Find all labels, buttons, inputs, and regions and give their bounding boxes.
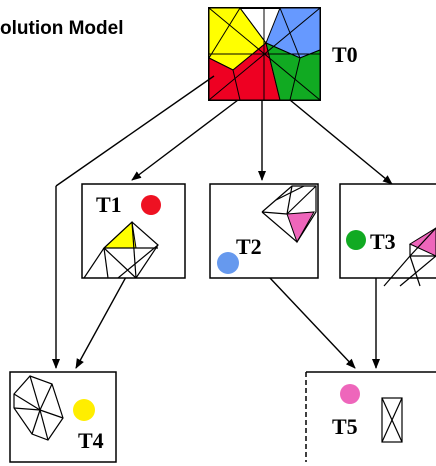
node-t1: T1 <box>81 183 186 279</box>
edge-t0-t3 <box>289 99 393 185</box>
t2-pink-region <box>286 211 315 244</box>
edges <box>52 75 393 369</box>
t1-red-dot <box>141 195 161 215</box>
node-t5: T5 <box>305 371 436 462</box>
t0-green-region <box>265 42 321 101</box>
t3-label: T3 <box>370 229 396 254</box>
t4-label: T4 <box>78 428 104 453</box>
diagram-title: olution Model <box>0 18 124 39</box>
t0-label: T0 <box>332 42 358 67</box>
t2-blue-dot <box>217 252 239 274</box>
edge-t0-t1 <box>131 99 239 181</box>
node-t4: T4 <box>9 371 117 463</box>
t5-mesh <box>381 397 403 443</box>
edge-t0-t4 <box>55 75 215 187</box>
edge-t1-t4 <box>75 265 133 369</box>
t2-label: T2 <box>236 234 262 259</box>
t1-label: T1 <box>96 192 122 217</box>
edge-t2-t5 <box>269 277 356 369</box>
t5-label: T5 <box>332 414 358 439</box>
node-t0: T0 <box>208 7 358 101</box>
node-t3: T3 <box>339 183 436 287</box>
t3-green-dot <box>346 230 366 250</box>
node-t2: T2 <box>209 183 319 279</box>
t4-yellow-dot <box>73 399 95 421</box>
t5-pink-dot <box>340 384 360 404</box>
